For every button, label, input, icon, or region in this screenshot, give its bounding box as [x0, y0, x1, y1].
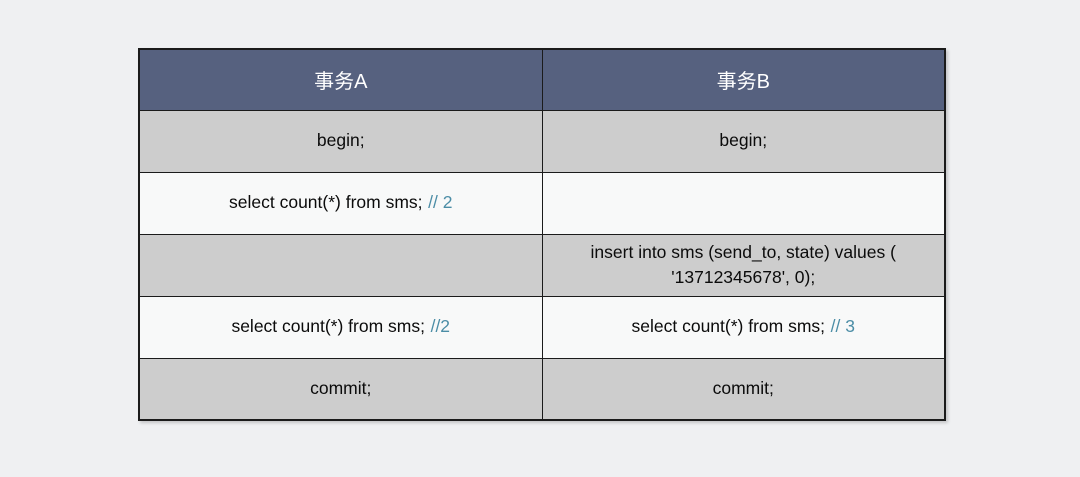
cell-a-select-2: select count(*) from sms;//2 — [138, 295, 543, 359]
table-row: begin; begin; — [138, 109, 946, 173]
cell-b-empty — [541, 171, 946, 235]
cell-b-insert: insert into sms (send_to, state) values … — [541, 233, 946, 297]
sql-comment: //2 — [430, 316, 451, 337]
sql-comment: // 2 — [428, 192, 453, 213]
header-transaction-a: 事务A — [138, 48, 543, 111]
table-header-row: 事务A 事务B — [138, 48, 946, 111]
cell-b-select: select count(*) from sms;// 3 — [541, 295, 946, 359]
sql-statement: commit; — [310, 378, 372, 399]
sql-statement: select count(*) from sms; — [231, 316, 425, 337]
header-transaction-b: 事务B — [541, 48, 946, 111]
table-row: insert into sms (send_to, state) values … — [138, 233, 946, 297]
sql-comment: // 3 — [830, 316, 855, 337]
sql-statement: begin; — [316, 130, 365, 151]
sql-statement: insert into sms (send_to, state) values … — [590, 241, 896, 287]
cell-a-select-1: select count(*) from sms;// 2 — [138, 171, 543, 235]
cell-a-begin: begin; — [138, 109, 543, 173]
sql-statement: select count(*) from sms; — [631, 316, 826, 337]
table-row: commit; commit; — [138, 357, 946, 421]
cell-b-begin: begin; — [541, 109, 946, 173]
transactions-table: 事务A 事务B begin; begin; select count(*) fr… — [138, 48, 946, 421]
cell-a-empty — [138, 233, 543, 297]
table-row: select count(*) from sms;// 2 — [138, 171, 946, 235]
transactions-table-container: 事务A 事务B begin; begin; select count(*) fr… — [138, 48, 946, 421]
cell-a-commit: commit; — [138, 357, 543, 421]
sql-statement: begin; — [719, 130, 768, 151]
table-row: select count(*) from sms;//2 select coun… — [138, 295, 946, 359]
sql-statement: commit; — [712, 378, 774, 399]
sql-statement: select count(*) from sms; — [229, 192, 423, 213]
cell-b-commit: commit; — [541, 357, 946, 421]
